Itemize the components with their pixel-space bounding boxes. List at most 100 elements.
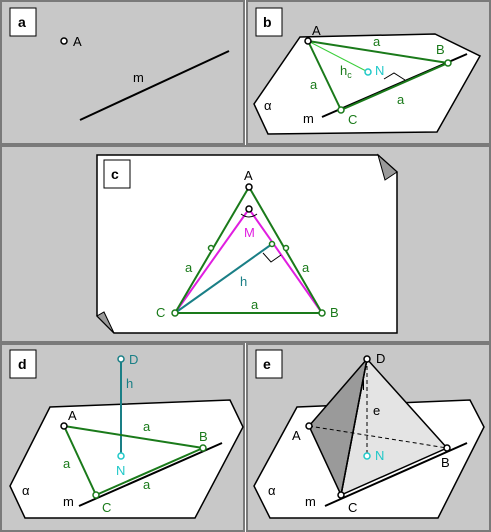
hidden-edge-ab xyxy=(308,425,448,449)
point-a-label: A xyxy=(73,34,82,49)
vertex-a xyxy=(245,183,253,191)
angle-arc xyxy=(240,213,258,218)
vertex-b xyxy=(318,309,326,317)
plane-label: α xyxy=(268,483,276,498)
panel-a-label: a xyxy=(18,14,26,30)
edge-cm xyxy=(174,208,250,314)
side-bc xyxy=(340,62,449,111)
label-n: N xyxy=(375,63,384,78)
label-a: A xyxy=(312,23,321,38)
paper-curl-top xyxy=(377,153,398,181)
height-hc xyxy=(307,40,369,73)
point-m xyxy=(245,205,253,213)
point-a-marker xyxy=(60,37,68,45)
height-h xyxy=(174,243,273,314)
label-b: B xyxy=(199,429,208,444)
edge-label: e xyxy=(373,403,380,418)
side-ab xyxy=(63,425,204,449)
panel-b-label: b xyxy=(263,14,272,30)
label-n: N xyxy=(116,463,125,478)
panel-e: e D A B C N l e α m xyxy=(246,343,491,532)
label-d: D xyxy=(376,351,385,366)
panel-e-tag xyxy=(255,349,283,379)
side-ac xyxy=(63,425,97,496)
label-m: M xyxy=(244,225,255,240)
plane-label: α xyxy=(22,483,30,498)
line-m-label: m xyxy=(133,70,144,85)
height-foot xyxy=(268,240,276,248)
side-bc-label: a xyxy=(143,477,151,492)
vertex-a xyxy=(304,37,312,45)
side-ab xyxy=(307,40,449,64)
edge-dc xyxy=(340,358,368,496)
label-a: A xyxy=(68,408,77,423)
vertex-b xyxy=(199,444,207,452)
side-cb-label: a xyxy=(251,297,259,312)
panel-a-frame xyxy=(0,0,245,145)
label-c: C xyxy=(348,500,357,515)
line-m-label: m xyxy=(305,494,316,509)
panel-d-tag xyxy=(9,349,37,379)
vertex-a xyxy=(60,422,68,430)
plane-alpha xyxy=(9,399,244,519)
midpoint-ab xyxy=(282,244,290,252)
point-n xyxy=(117,452,125,460)
label-a: A xyxy=(244,168,253,183)
panel-b-tag xyxy=(255,7,283,37)
label-b: B xyxy=(436,42,445,57)
label-b: B xyxy=(330,305,339,320)
vertex-a xyxy=(305,422,313,430)
panel-a-tag xyxy=(9,7,37,37)
vertex-b xyxy=(443,444,451,452)
side-ab-label: a xyxy=(143,419,151,434)
point-n xyxy=(363,452,371,460)
line-m-label: m xyxy=(63,494,74,509)
paper-curl-bottom xyxy=(96,311,115,334)
vertex-b xyxy=(444,59,452,67)
label-c: C xyxy=(156,305,165,320)
label-n: N xyxy=(375,448,384,463)
edge-bm xyxy=(248,208,323,314)
right-angle-mark xyxy=(383,72,406,81)
line-m-label: m xyxy=(303,111,314,126)
side-ac xyxy=(307,40,342,111)
height-label: h xyxy=(240,274,247,289)
midpoint-ac xyxy=(207,244,215,252)
vertex-c xyxy=(337,106,345,114)
label-d: D xyxy=(129,352,138,367)
vertex-c xyxy=(337,491,345,499)
side-ac-label: a xyxy=(185,260,193,275)
side-ab-label: a xyxy=(373,34,381,49)
label-b: B xyxy=(441,455,450,470)
panel-c: c A C B M a a a h xyxy=(0,145,491,343)
side-ac-label: a xyxy=(63,456,71,471)
label-a: A xyxy=(292,428,301,443)
right-angle-mark xyxy=(262,252,282,263)
apex-d xyxy=(363,355,371,363)
side-ab-label: a xyxy=(302,260,310,275)
panel-e-label: e xyxy=(263,356,271,372)
side-bc-label: a xyxy=(397,92,405,107)
plane-label: α xyxy=(264,98,272,113)
label-c: C xyxy=(102,500,111,515)
line-m xyxy=(78,442,223,507)
height-label: hc xyxy=(340,63,352,80)
line-m xyxy=(79,50,230,121)
point-n xyxy=(364,68,372,76)
side-bc xyxy=(95,447,204,496)
apex-d xyxy=(117,355,125,363)
side-ac-label: a xyxy=(310,77,318,92)
vertex-c xyxy=(92,491,100,499)
panel-c-tag xyxy=(103,159,131,189)
height-label: h xyxy=(126,376,133,391)
panel-b: b A B C N a a a hc α m xyxy=(246,0,491,145)
panel-d-label: d xyxy=(18,356,27,372)
panel-a: a A m xyxy=(0,0,245,145)
panel-c-label: c xyxy=(111,166,119,182)
vertex-c xyxy=(171,309,179,317)
label-c: C xyxy=(348,112,357,127)
panel-d: d D h A B C N a a a α m xyxy=(0,343,245,532)
height-label: l xyxy=(362,378,365,393)
